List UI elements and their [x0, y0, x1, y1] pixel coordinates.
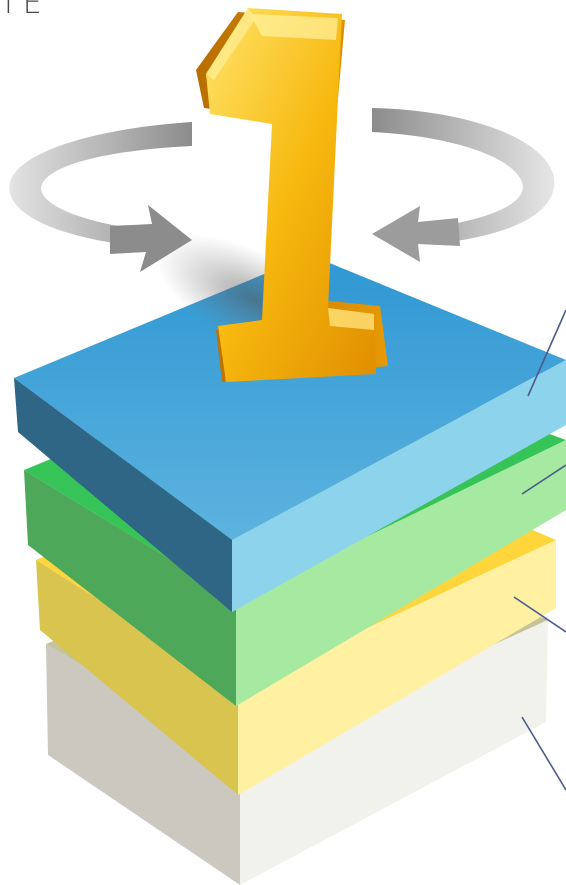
rotation-arrow-right — [372, 108, 554, 262]
callout-line-gray — [522, 717, 566, 790]
rotation-arrow-left — [9, 122, 192, 272]
